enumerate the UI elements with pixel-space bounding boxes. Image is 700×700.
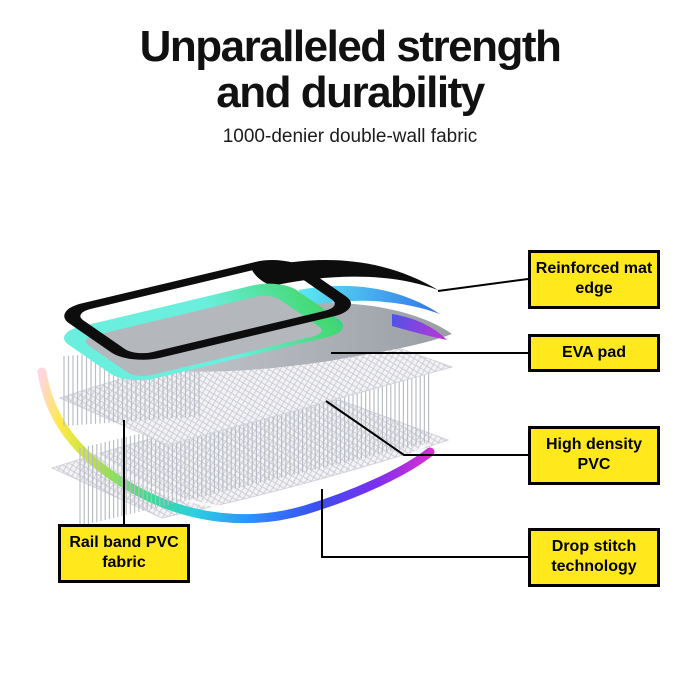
connector-lines — [123, 278, 529, 558]
callout-eva-pad: EVA pad — [528, 334, 660, 373]
connector-drop — [321, 489, 528, 558]
callout-reinforced-mat-edge: Reinforced mat edge — [528, 250, 660, 309]
callout-rail-band-pvc-fabric: Rail band PVC fabric — [58, 524, 190, 583]
page-title: Unparalleled strength and durability — [0, 22, 700, 118]
callout-drop-stitch-technology: Drop stitch technology — [528, 528, 660, 587]
title-line-1: Unparalleled strength — [139, 22, 562, 71]
drop-stitch-threads-upper — [63, 346, 200, 426]
mat-edge-frame — [64, 260, 351, 360]
subtitle: 1000-denier double-wall fabric — [222, 126, 478, 148]
title-line-2: and durability — [216, 68, 485, 118]
rail-band-gradient — [37, 364, 435, 524]
mat-top-stack — [64, 260, 351, 381]
connector-pvc — [325, 400, 528, 456]
title-block: Unparalleled strength and durability 100… — [0, 22, 700, 148]
connector-reinforced — [437, 278, 529, 292]
callout-high-density-pvc: High density PVC — [528, 426, 660, 485]
